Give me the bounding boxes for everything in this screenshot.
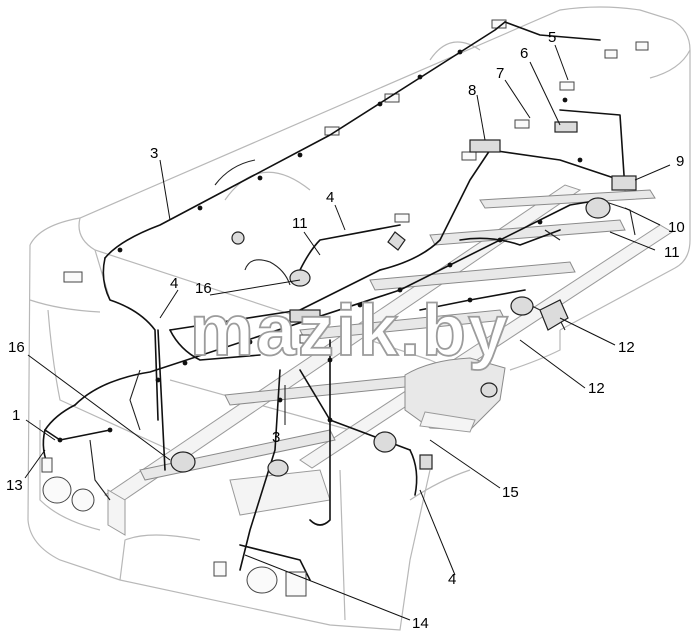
callout-14: 14: [412, 615, 429, 632]
chassis-frame: [104, 184, 673, 536]
components: [41, 121, 637, 597]
callout-4-left: 4: [170, 275, 178, 292]
callout-5: 5: [548, 29, 556, 46]
callout-11-right: 11: [664, 244, 680, 261]
callout-11-center: 11: [292, 215, 308, 232]
callout-12-lower: 12: [588, 380, 605, 397]
callout-10: 10: [668, 219, 685, 236]
callout-3-bottom: 3: [272, 429, 280, 446]
callout-4-center: 4: [326, 189, 334, 206]
callout-7: 7: [496, 65, 504, 82]
callout-16-mid: 16: [195, 280, 212, 297]
harness-nodes: [57, 49, 583, 443]
callout-4-bottom: 4: [448, 571, 456, 588]
leader-lines: [24, 44, 671, 621]
callout-labels: 1 13 16 3 4 16 4 11 3 5 6 7 8 9 10 11 12…: [6, 29, 685, 632]
bus-body-outline: [27, 6, 691, 631]
callout-16-left: 16: [8, 339, 25, 356]
callout-15: 15: [502, 484, 519, 501]
callout-13: 13: [6, 477, 23, 494]
callout-1: 1: [12, 407, 20, 424]
callout-6: 6: [520, 45, 528, 62]
watermark-text: mazik.by: [190, 291, 510, 371]
callout-9: 9: [676, 153, 684, 170]
callout-8: 8: [468, 82, 476, 99]
callout-3-top: 3: [150, 145, 158, 162]
roof-lamps: [63, 19, 649, 344]
callout-12-upper: 12: [618, 339, 635, 356]
